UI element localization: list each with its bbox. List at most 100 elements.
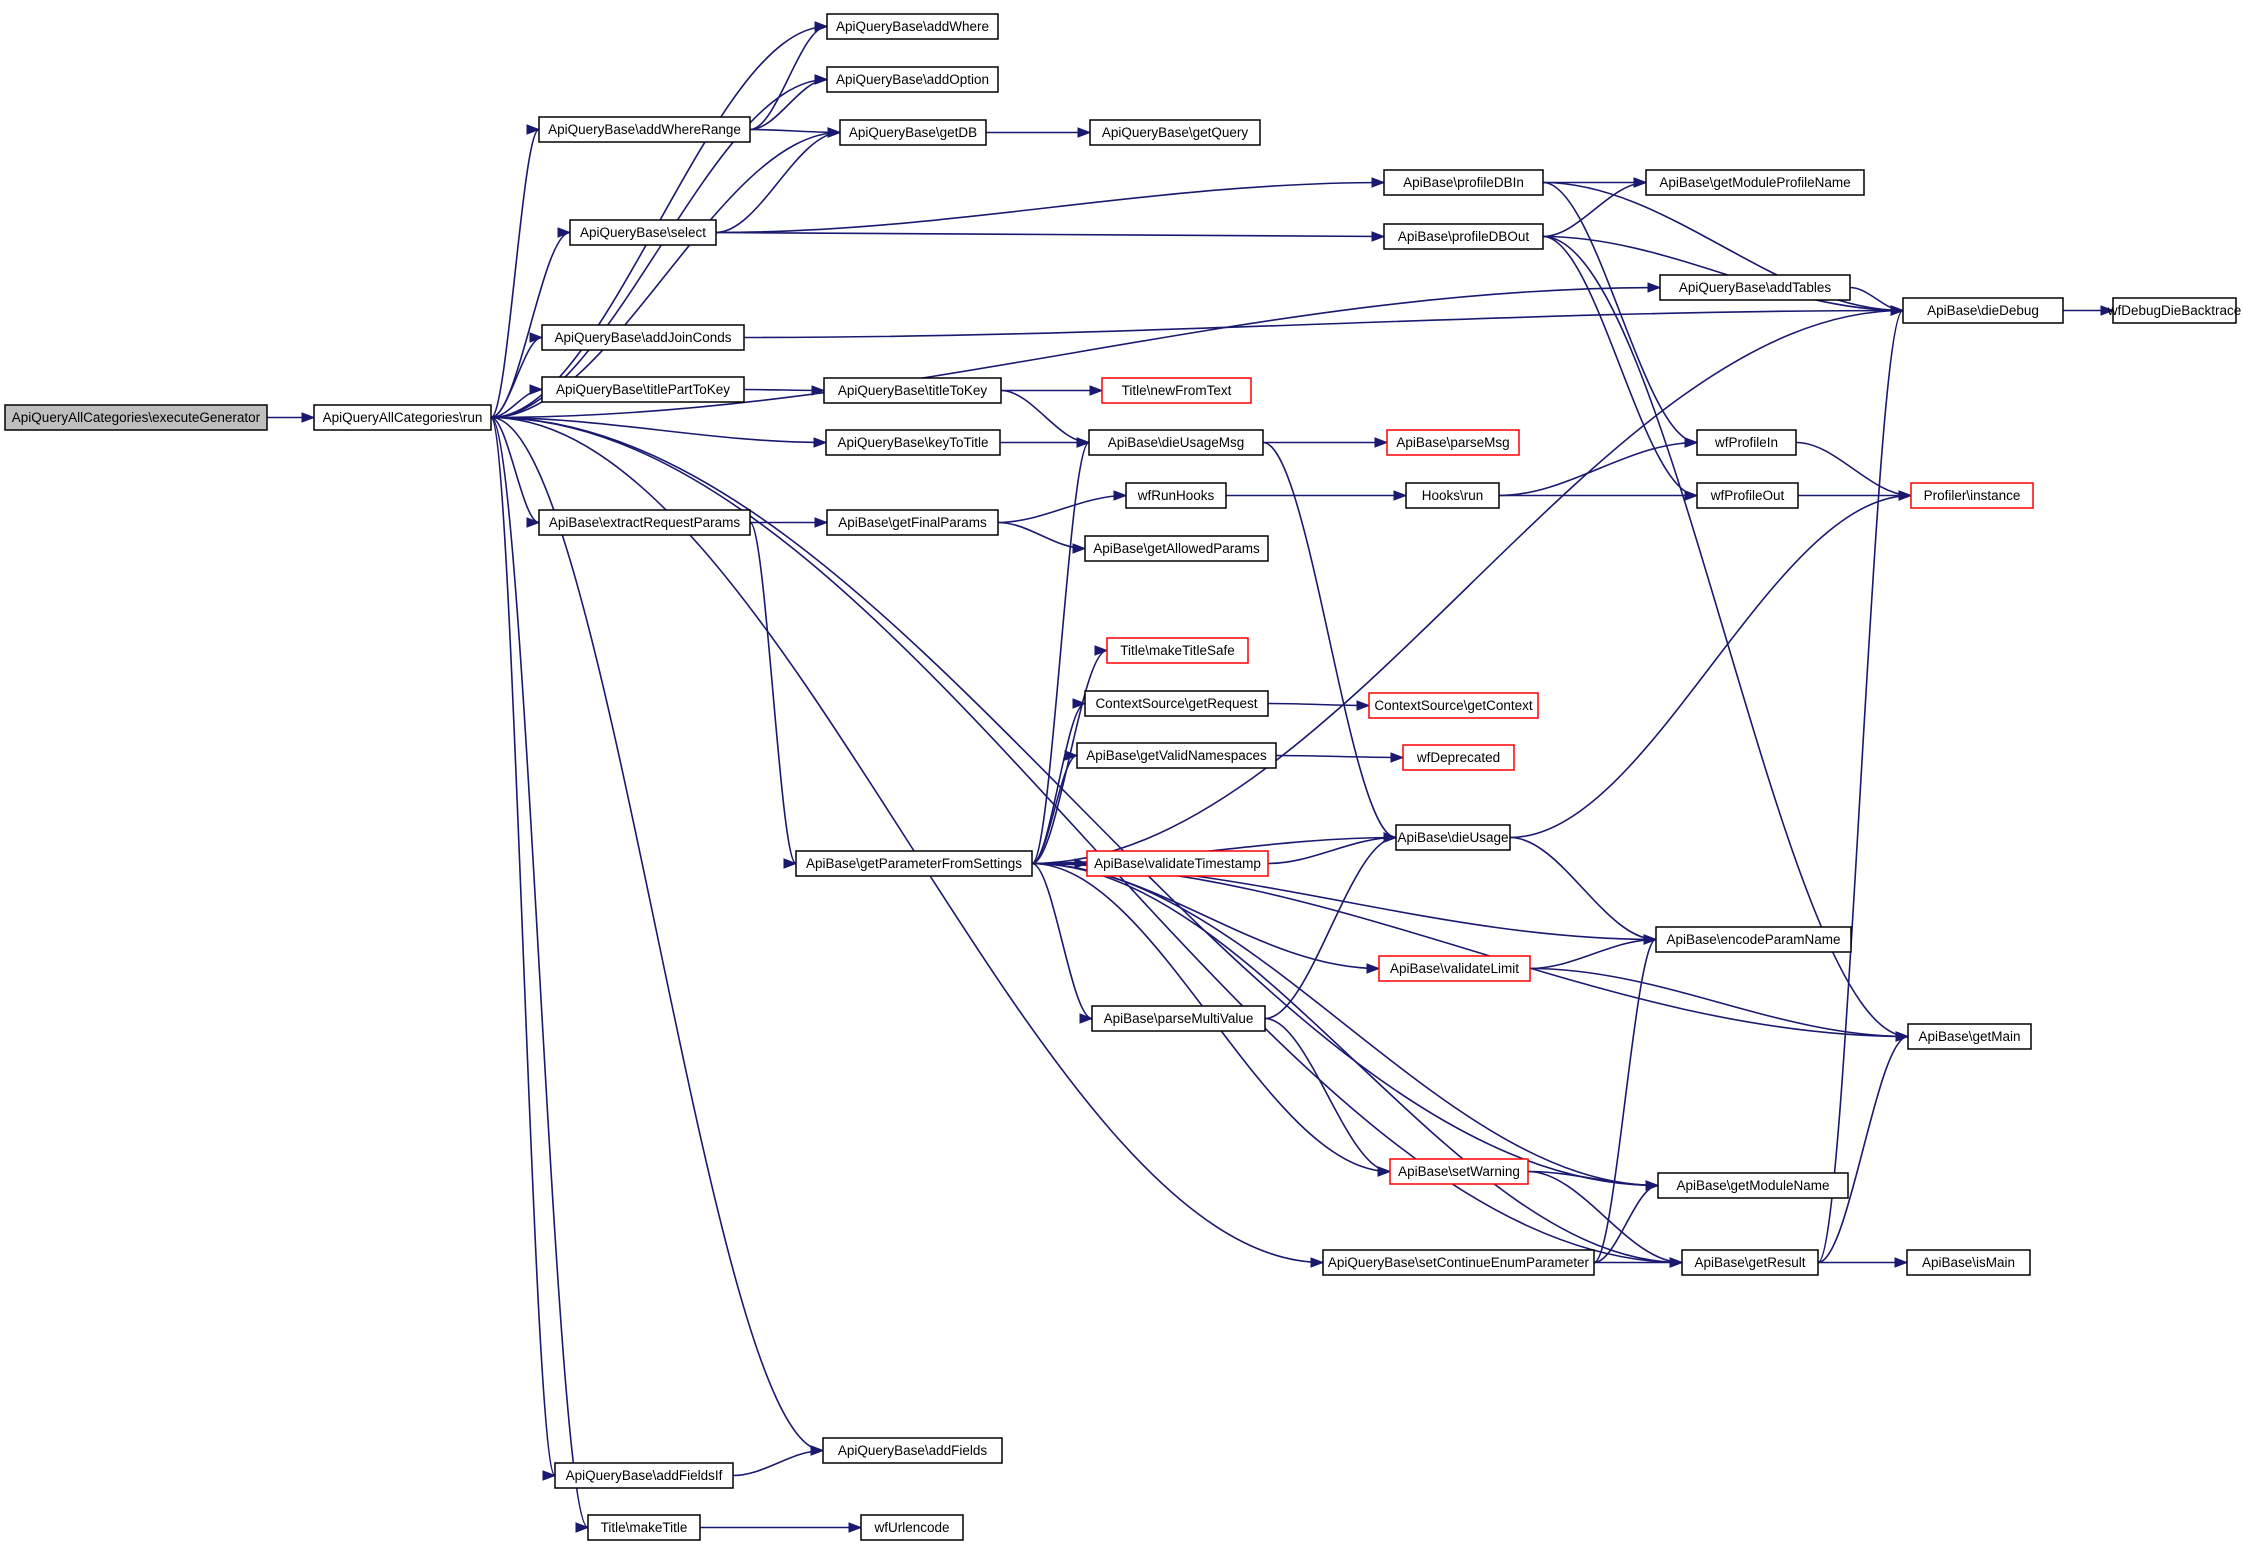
node-dieDebug[interactable]: ApiBase\dieDebug	[1902, 297, 2064, 324]
node-addWhereRange[interactable]: ApiQueryBase\addWhereRange	[538, 116, 751, 143]
node-box	[822, 1437, 1003, 1464]
node-box	[541, 376, 745, 403]
edge-arrowhead	[1645, 1180, 1660, 1191]
node-getAllowedParams[interactable]: ApiBase\getAllowedParams	[1084, 535, 1269, 562]
node-setWarning[interactable]: ApiBase\setWarning	[1389, 1158, 1529, 1185]
node-wfDeprecated[interactable]: wfDeprecated	[1402, 744, 1515, 771]
node-executeGenerator[interactable]: ApiQueryAllCategories\executeGenerator	[4, 404, 268, 431]
node-addWhere[interactable]: ApiQueryBase\addWhere	[826, 13, 999, 40]
node-makeTitle[interactable]: Title\makeTitle	[587, 1514, 701, 1541]
node-profilerInstance[interactable]: Profiler\instance	[1910, 482, 2034, 509]
edge-run-to-makeTitle	[490, 416, 590, 1533]
node-label: wfUrlencode	[873, 1520, 949, 1535]
edge-run-to-titlePartToKey	[490, 384, 544, 419]
node-addJoinConds[interactable]: ApiQueryBase\addJoinConds	[541, 324, 745, 351]
node-profileDBIn[interactable]: ApiBase\profileDBIn	[1383, 169, 1544, 196]
node-label: ApiBase\getModuleProfileName	[1659, 175, 1850, 190]
node-dieUsage[interactable]: ApiBase\dieUsage	[1395, 824, 1511, 851]
edge-line	[1031, 441, 1090, 865]
node-validateTimestamp[interactable]: ApiBase\validateTimestamp	[1086, 850, 1269, 877]
node-label: ApiBase\encodeParamName	[1666, 932, 1840, 947]
edge-getValidNamespaces-to-wfDeprecated	[1275, 752, 1405, 763]
node-box	[1368, 692, 1539, 719]
edge-arrowhead	[1647, 282, 1662, 293]
node-getResult[interactable]: ApiBase\getResult	[1681, 1249, 1819, 1276]
edge-line	[1509, 836, 1657, 941]
node-getFinalParams[interactable]: ApiBase\getFinalParams	[826, 509, 999, 536]
node-run[interactable]: ApiQueryAllCategories\run	[313, 404, 492, 431]
node-validateLimit[interactable]: ApiBase\validateLimit	[1378, 955, 1531, 982]
node-box	[1681, 1249, 1819, 1276]
edge-line	[1267, 836, 1397, 865]
edge-arrowhead	[1076, 437, 1091, 448]
edge-arrowhead	[813, 437, 828, 448]
node-box	[1386, 429, 1520, 456]
edge-addFieldsIf-to-addFields	[732, 1445, 825, 1477]
node-label: ApiQueryBase\keyToTitle	[837, 435, 988, 450]
node-keyToTitle[interactable]: ApiQueryBase\keyToTitle	[825, 429, 1001, 456]
node-titleToKey[interactable]: ApiQueryBase\titleToKey	[823, 377, 1002, 404]
node-wfRunHooks[interactable]: wfRunHooks	[1125, 482, 1227, 509]
node-getRequest[interactable]: ContextSource\getRequest	[1084, 690, 1269, 717]
node-profileDBOut[interactable]: ApiBase\profileDBOut	[1383, 223, 1544, 250]
edge-arrowhead	[529, 384, 544, 395]
edge-line	[490, 416, 1659, 1187]
node-hooksRun[interactable]: Hooks\run	[1405, 482, 1500, 509]
edge-arrowhead	[1356, 700, 1371, 711]
node-isMain[interactable]: ApiBase\isMain	[1906, 1249, 2031, 1276]
node-getContext[interactable]: ContextSource\getContext	[1368, 692, 1539, 719]
node-getModuleName[interactable]: ApiBase\getModuleName	[1657, 1172, 1849, 1199]
edge-line	[1000, 389, 1090, 444]
node-extractRequestParams[interactable]: ApiBase\extractRequestParams	[538, 509, 751, 536]
edge-line	[490, 416, 556, 1477]
node-getModuleProfileName[interactable]: ApiBase\getModuleProfileName	[1645, 169, 1865, 196]
edge-line	[1542, 181, 1698, 444]
node-getValidNamespaces[interactable]: ApiBase\getValidNamespaces	[1076, 742, 1277, 769]
edge-arrowhead	[1113, 490, 1128, 501]
edge-profileDBOut-to-getModuleProfileName	[1542, 177, 1648, 238]
edge-arrowhead	[1366, 963, 1381, 974]
node-newFromText[interactable]: Title\newFromText	[1101, 377, 1252, 404]
edge-run-to-addFields	[490, 416, 825, 1456]
node-label: ApiQueryBase\setContinueEnumParameter	[1328, 1255, 1590, 1270]
edge-line	[490, 128, 540, 419]
node-wfProfileOut[interactable]: wfProfileOut	[1696, 482, 1799, 509]
edge-dieDebug-to-wfDebugDieBacktrace	[2063, 305, 2115, 316]
node-addOption[interactable]: ApiQueryBase\addOption	[826, 66, 999, 93]
node-wfUrlencode[interactable]: wfUrlencode	[860, 1514, 964, 1541]
edge-select-to-getDB	[715, 127, 842, 234]
edge-getParameterFromSettings-to-dieUsageMsg	[1031, 437, 1091, 865]
node-wfProfileIn[interactable]: wfProfileIn	[1696, 429, 1797, 456]
node-getParameterFromSettings[interactable]: ApiBase\getParameterFromSettings	[795, 850, 1033, 877]
node-label: ApiQueryBase\addFieldsIf	[566, 1468, 723, 1483]
node-box	[1402, 744, 1515, 771]
edge-getResult-to-isMain	[1817, 1257, 1909, 1268]
node-makeTitleSafe[interactable]: Title\makeTitleSafe	[1106, 637, 1249, 664]
node-label: ApiBase\setWarning	[1398, 1164, 1520, 1179]
node-getQuery[interactable]: ApiQueryBase\getQuery	[1089, 119, 1261, 146]
edge-line	[1031, 754, 1078, 865]
node-parseMultiValue[interactable]: ApiBase\parseMultiValue	[1091, 1005, 1266, 1032]
node-titlePartToKey[interactable]: ApiQueryBase\titlePartToKey	[541, 376, 745, 403]
node-getMain[interactable]: ApiBase\getMain	[1907, 1023, 2032, 1050]
node-addTables[interactable]: ApiQueryBase\addTables	[1659, 274, 1851, 301]
edge-line	[490, 286, 1661, 419]
node-wfDebugDieBacktrace[interactable]: wfDebugDieBacktrace	[2107, 297, 2242, 324]
node-encodeParamName[interactable]: ApiBase\encodeParamName	[1655, 926, 1852, 953]
node-label: ApiBase\getResult	[1694, 1255, 1805, 1270]
edge-line	[1542, 181, 1647, 238]
node-setContinueEnumParameter[interactable]: ApiQueryBase\setContinueEnumParameter	[1322, 1249, 1595, 1276]
edge-line	[490, 416, 540, 524]
node-parseMsg[interactable]: ApiBase\parseMsg	[1386, 429, 1520, 456]
edge-getResult-to-getMain	[1817, 1031, 1910, 1264]
edge-arrowhead	[529, 332, 544, 343]
edge-arrowhead	[1089, 385, 1104, 396]
edge-arrowhead	[783, 858, 798, 869]
node-label: ApiQueryBase\select	[580, 225, 706, 240]
node-addFieldsIf[interactable]: ApiQueryBase\addFieldsIf	[554, 1462, 734, 1489]
node-label: ApiQueryBase\titlePartToKey	[556, 382, 730, 397]
node-getDB[interactable]: ApiQueryBase\getDB	[839, 119, 987, 146]
node-addFields[interactable]: ApiQueryBase\addFields	[822, 1437, 1003, 1464]
node-select[interactable]: ApiQueryBase\select	[569, 219, 717, 246]
node-dieUsageMsg[interactable]: ApiBase\dieUsageMsg	[1088, 429, 1264, 456]
